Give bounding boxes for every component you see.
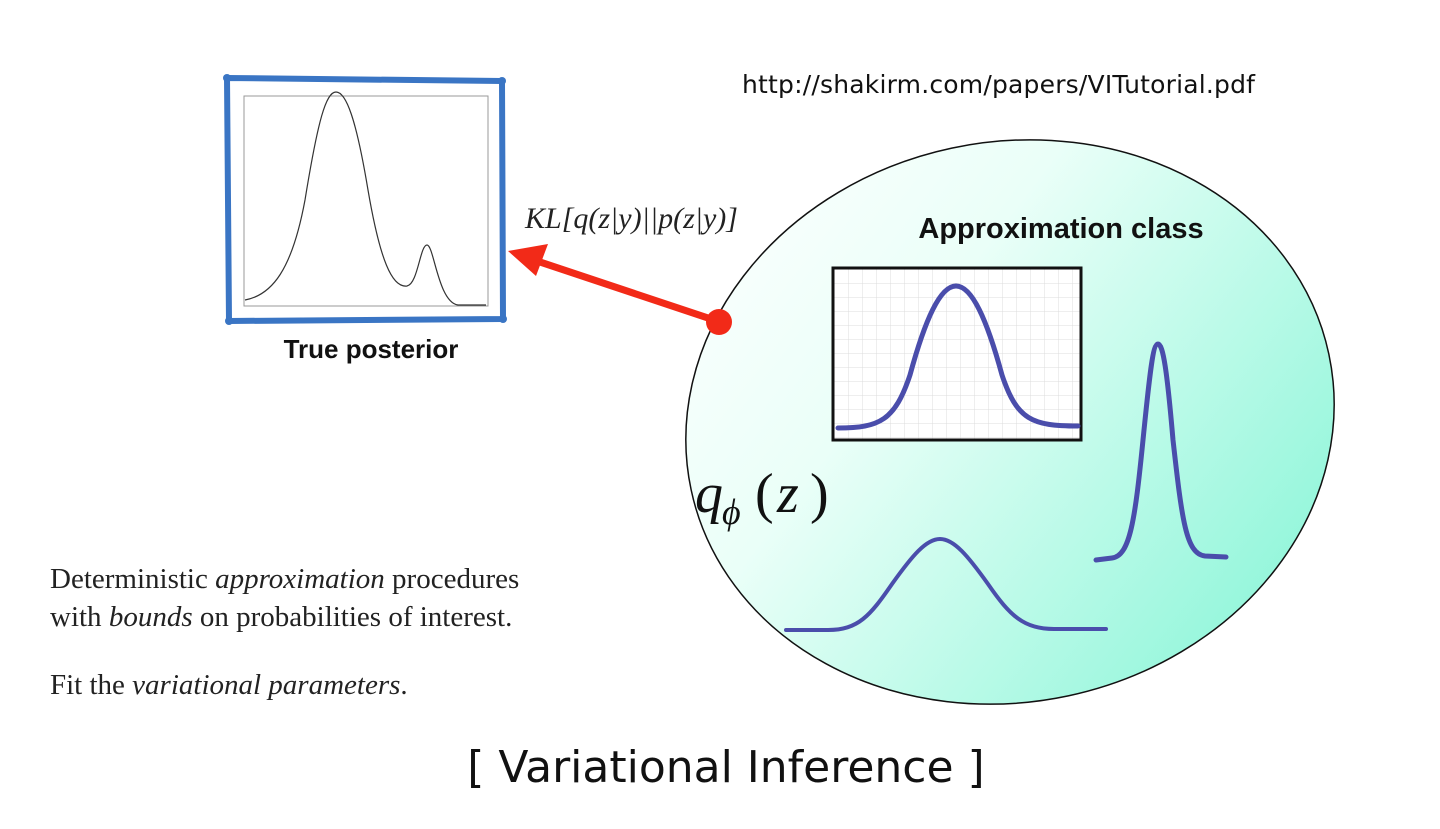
svg-text:ϕ: ϕ bbox=[722, 492, 741, 532]
gaussian-curve-narrow bbox=[1093, 341, 1229, 563]
description-line-1: Deterministic approximation procedures bbox=[50, 563, 520, 595]
svg-text:(: ( bbox=[755, 463, 774, 525]
gaussian-curve-wide bbox=[784, 536, 1108, 632]
q-phi-label: q ϕ ( z ) bbox=[695, 463, 829, 532]
svg-text:q: q bbox=[695, 463, 723, 525]
slide-title: [ Variational Inference ] bbox=[467, 742, 985, 793]
description-text: Deterministic approximation procedures w… bbox=[50, 560, 519, 704]
true-posterior-panel bbox=[223, 74, 507, 325]
approximation-grid-plot bbox=[831, 266, 1083, 442]
kl-divergence-label: KL[q(z|y)||p(z|y)] bbox=[524, 202, 738, 235]
source-url[interactable]: http://shakirm.com/papers/VITutorial.pdf bbox=[742, 70, 1256, 99]
svg-text:z: z bbox=[776, 463, 799, 525]
description-line-2: with bounds on probabilities of interest… bbox=[50, 601, 513, 633]
approximation-class-label: Approximation class bbox=[918, 213, 1203, 245]
kl-arrow bbox=[508, 244, 732, 335]
gaussian-curve-grid bbox=[835, 283, 1081, 431]
svg-text:): ) bbox=[810, 463, 829, 525]
true-posterior-label: True posterior bbox=[284, 334, 459, 364]
posterior-curve bbox=[244, 91, 486, 306]
description-line-3: Fit the variational parameters. bbox=[50, 669, 408, 701]
